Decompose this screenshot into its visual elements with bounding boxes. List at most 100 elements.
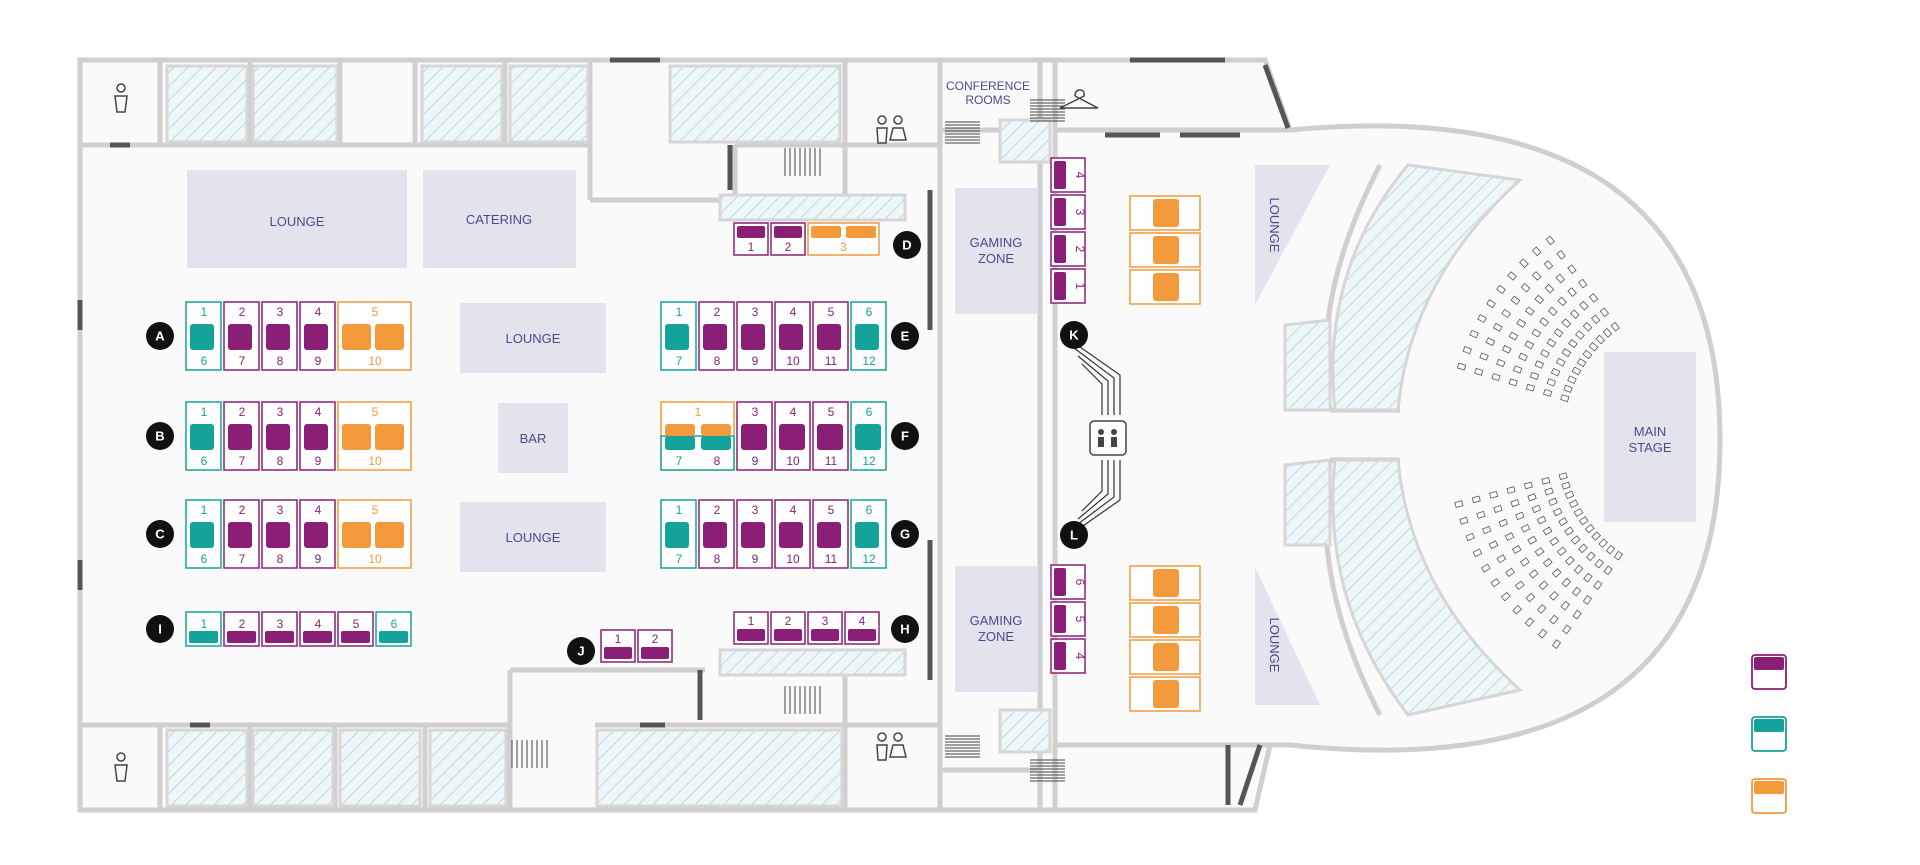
seat-block[interactable] <box>660 301 697 371</box>
stage-seat <box>1543 388 1553 397</box>
seat-block[interactable] <box>299 301 336 371</box>
seat-block[interactable] <box>1050 231 1086 267</box>
row-marker-b[interactable]: B <box>146 422 174 450</box>
seat-number: 4 <box>315 503 322 517</box>
seat-block[interactable] <box>299 401 336 471</box>
seat-number: 12 <box>862 354 876 368</box>
seat-block[interactable] <box>600 629 636 663</box>
seat-block[interactable] <box>698 301 735 371</box>
row-marker-h[interactable]: H <box>891 615 919 643</box>
seat-block[interactable] <box>736 499 773 569</box>
seat-block[interactable] <box>337 611 374 647</box>
stage-seat <box>1576 357 1587 368</box>
seat-number: 5 <box>828 305 835 319</box>
row-marker-f[interactable]: F <box>891 422 919 450</box>
stage-seat <box>1570 535 1581 545</box>
seat-block[interactable] <box>850 301 887 371</box>
seat-block[interactable] <box>1129 639 1201 675</box>
seat-block[interactable] <box>223 301 260 371</box>
seat-block[interactable] <box>1050 194 1086 230</box>
stage-seat <box>1527 535 1538 545</box>
seat-number: 3 <box>752 405 759 419</box>
seat-block[interactable] <box>812 499 849 569</box>
seat-block[interactable] <box>223 499 260 569</box>
gaming-zone-top-label-2: ZONE <box>978 251 1014 266</box>
seat-block[interactable] <box>1050 268 1086 304</box>
seat-block[interactable] <box>660 401 735 471</box>
seat-block[interactable] <box>261 301 298 371</box>
bar-room <box>498 403 568 473</box>
seat-block[interactable] <box>185 499 222 569</box>
row-marker-c[interactable]: C <box>146 520 174 548</box>
seat-block[interactable] <box>261 611 298 647</box>
stage-seat <box>1555 273 1566 284</box>
seat-block[interactable] <box>1129 195 1201 231</box>
seat-block[interactable] <box>637 629 673 663</box>
stage-seat <box>1519 557 1530 567</box>
seat-block[interactable] <box>1129 232 1201 268</box>
seat-block[interactable] <box>736 401 773 471</box>
seat-block[interactable] <box>261 401 298 471</box>
seat-block[interactable] <box>850 499 887 569</box>
seat-number: 4 <box>1073 653 1087 660</box>
seat-block[interactable] <box>223 401 260 471</box>
seat-block[interactable] <box>774 499 811 569</box>
seat-block[interactable] <box>185 401 222 471</box>
row-marker-k[interactable]: K <box>1060 321 1088 349</box>
seat-block[interactable] <box>299 499 336 569</box>
row-marker-label: B <box>155 429 164 444</box>
row-marker-l[interactable]: L <box>1060 521 1088 549</box>
seat-number: 4 <box>790 305 797 319</box>
seat-number: 5 <box>372 503 379 517</box>
seat-block[interactable] <box>844 611 880 645</box>
seat-block[interactable] <box>261 499 298 569</box>
seat-block[interactable] <box>850 401 887 471</box>
seat-block[interactable] <box>337 499 412 569</box>
seat-block[interactable] <box>774 301 811 371</box>
seat-block[interactable] <box>1129 269 1201 305</box>
seat-block[interactable] <box>299 611 336 647</box>
seat-block[interactable] <box>770 222 806 256</box>
row-marker-e[interactable]: E <box>891 322 919 350</box>
seat-block[interactable] <box>375 611 412 647</box>
seat-block[interactable] <box>736 301 773 371</box>
stage-seat <box>1582 349 1593 360</box>
stage-seat <box>1544 283 1555 294</box>
seat-block[interactable] <box>812 301 849 371</box>
seat-block[interactable] <box>185 301 222 371</box>
seat-block[interactable] <box>337 401 412 471</box>
seat-block[interactable] <box>733 222 769 256</box>
row-marker-i[interactable]: I <box>146 615 174 643</box>
seat-block[interactable] <box>337 301 412 371</box>
seat-block[interactable] <box>660 499 697 569</box>
seat-block[interactable] <box>1050 157 1086 193</box>
seat-block[interactable] <box>1050 564 1086 600</box>
seat-block[interactable] <box>698 499 735 569</box>
seat-block[interactable] <box>770 611 806 645</box>
seat-block[interactable] <box>807 611 843 645</box>
seat-block[interactable] <box>812 401 849 471</box>
seat-block[interactable] <box>807 222 880 256</box>
seat-block[interactable] <box>774 401 811 471</box>
row-marker-g[interactable]: G <box>891 520 919 548</box>
stage-seat <box>1543 260 1554 270</box>
seat-block[interactable] <box>185 611 222 647</box>
stairs-icon <box>511 99 1065 782</box>
stage-seat <box>1476 510 1486 519</box>
seat-block[interactable] <box>1129 676 1201 712</box>
seat-block[interactable] <box>1050 601 1086 637</box>
seat-number: 6 <box>201 454 208 468</box>
seat-block[interactable] <box>1129 602 1201 638</box>
seat-block[interactable] <box>1050 638 1086 674</box>
gaming-zone-bottom-label-2: ZONE <box>978 629 1014 644</box>
stage-seat <box>1561 577 1572 588</box>
row-marker-d[interactable]: D <box>893 231 921 259</box>
seat-number: 10 <box>368 552 382 566</box>
seat-number: 3 <box>277 617 284 631</box>
seat-block[interactable] <box>1129 565 1201 601</box>
seat-block[interactable] <box>733 611 769 645</box>
row-marker-a[interactable]: A <box>146 322 174 350</box>
seat-block[interactable] <box>223 611 260 647</box>
seat-number: 3 <box>277 405 284 419</box>
row-marker-j[interactable]: J <box>567 637 595 665</box>
